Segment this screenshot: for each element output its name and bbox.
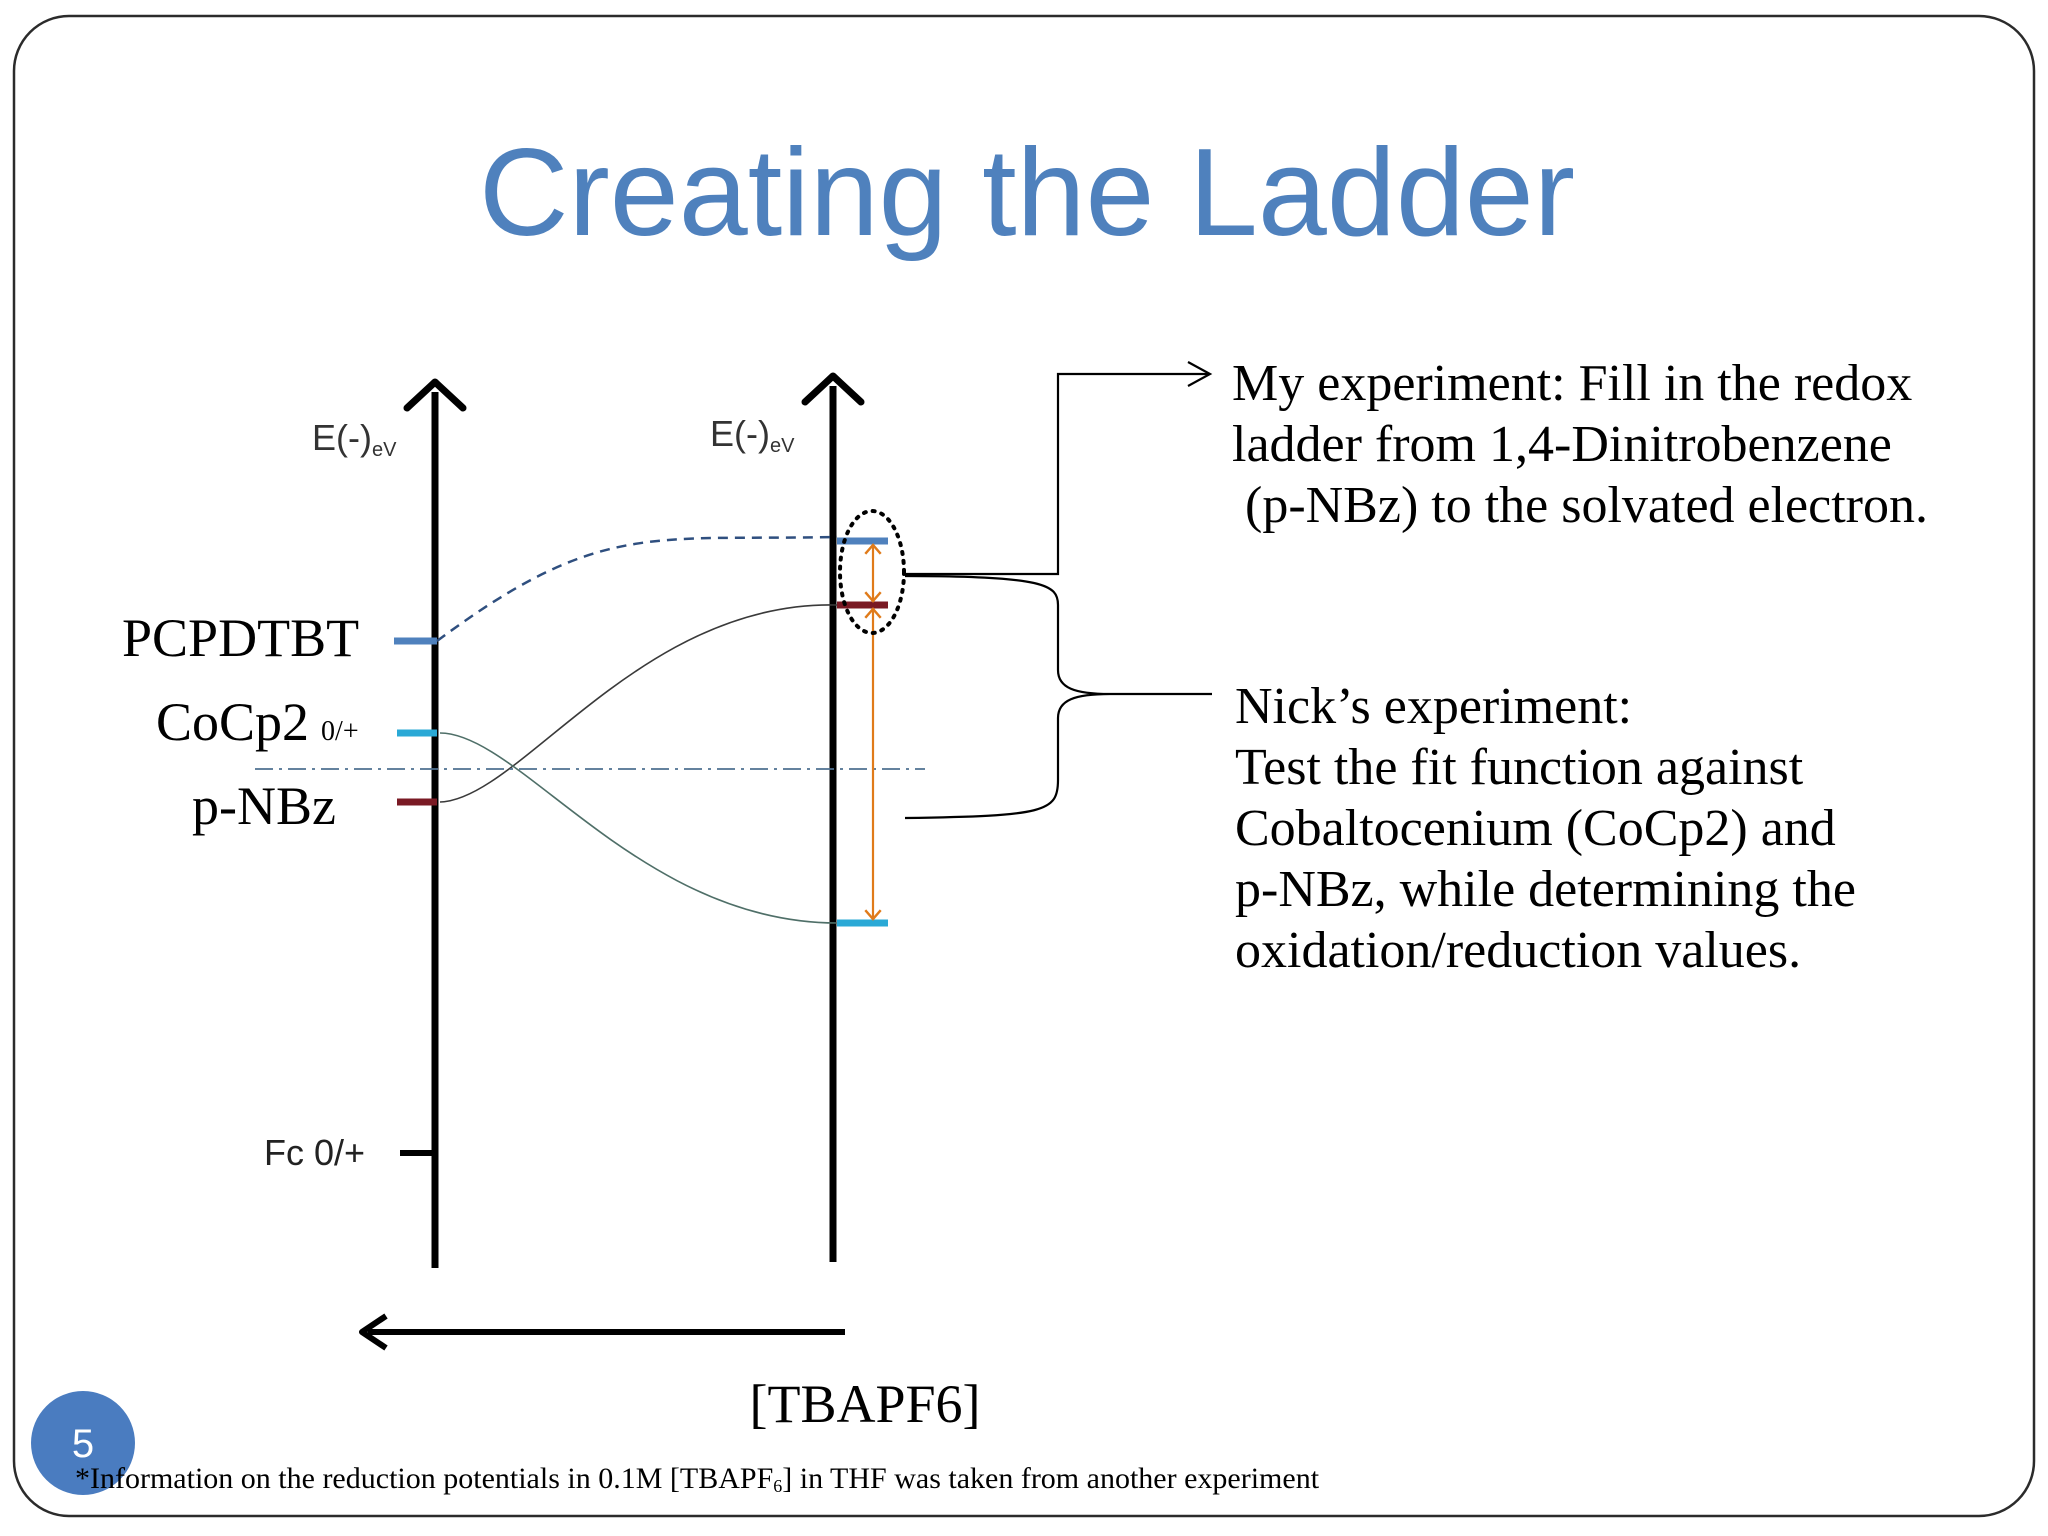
left-axis-label: E(-)eV: [312, 417, 397, 461]
pcpdtbt-dashed-connector: [436, 535, 838, 643]
nicks-line-2: Test the fit function against: [1235, 739, 1804, 796]
pcpdtbt-label: PCPDTBT: [122, 608, 359, 668]
left-axis-arrowhead: [403, 378, 467, 412]
pnbz-label: p-NBz: [192, 776, 336, 836]
fc-label: Fc 0/+: [264, 1132, 365, 1173]
right-axis-arrowhead: [801, 372, 865, 406]
nicks-line-1: Nick’s experiment:: [1235, 678, 1632, 735]
my-experiment-connector: [905, 372, 1208, 576]
pnbz-connector-curve: [439, 604, 838, 803]
my-experiment-line-1: My experiment: Fill in the redox: [1232, 355, 1912, 412]
right-axis-label: E(-)eV: [710, 413, 795, 457]
dotted-highlight-ellipse: [838, 509, 906, 635]
nicks-line-4: p-NBz, while determining the: [1235, 861, 1856, 918]
my-experiment-arrowhead: [1187, 361, 1213, 387]
slide-frame: [12, 14, 2036, 1518]
slide-title: Creating the Ladder: [479, 124, 1575, 262]
page-number-badge: [31, 1391, 135, 1495]
cocp2-connector-curve: [439, 732, 838, 924]
nicks-line-3: Cobaltocenium (CoCp2) and: [1235, 800, 1836, 857]
nicks-experiment-text: Nick’s experiment: Test the fit function…: [1235, 678, 1869, 979]
nicks-experiment-brace: [904, 574, 1212, 820]
footnote: *Information on the reduction potentials…: [75, 1462, 1320, 1496]
page-number: 5: [72, 1422, 94, 1466]
nicks-line-5: oxidation/reduction values.: [1235, 922, 1801, 979]
my-experiment-line-2: ladder from 1,4-Dinitrobenzene: [1232, 416, 1892, 473]
concentration-arrowhead: [359, 1313, 388, 1351]
my-experiment-text: My experiment: Fill in the redox ladder …: [1232, 355, 1928, 534]
my-experiment-line-3: (p-NBz) to the solvated electron.: [1232, 477, 1928, 534]
tbapf6-label: [TBAPF6]: [749, 1374, 980, 1434]
